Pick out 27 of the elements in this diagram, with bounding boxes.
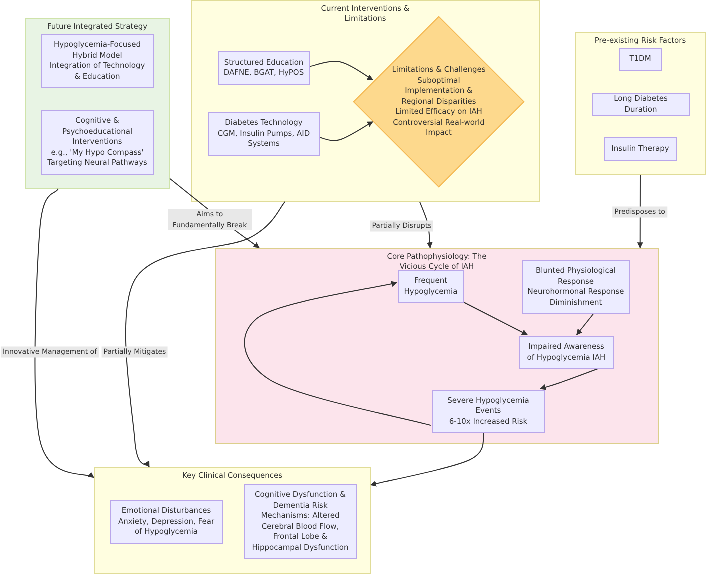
process-box (41, 110, 154, 175)
process-box (432, 390, 545, 433)
process-box (110, 500, 223, 544)
process-box (244, 484, 357, 559)
group-panel (575, 32, 706, 175)
arrow (462, 302, 528, 336)
group-panel (215, 248, 659, 444)
group-panel (191, 0, 540, 202)
process-box (41, 34, 154, 88)
arrow (576, 312, 595, 336)
arrow (318, 121, 374, 142)
process-box (619, 48, 662, 71)
group-panel (25, 18, 170, 189)
process-box (592, 93, 690, 116)
arrow (34, 188, 95, 478)
arrow (308, 61, 374, 81)
process-box (398, 270, 464, 303)
process-box (208, 112, 320, 156)
arrow (637, 174, 644, 249)
arrow (125, 202, 286, 468)
process-box (522, 260, 630, 314)
process-box (604, 137, 677, 161)
group-panel (94, 467, 371, 574)
arrow (370, 432, 485, 487)
process-box (519, 336, 614, 369)
arrow (244, 281, 432, 426)
process-box (218, 51, 310, 85)
